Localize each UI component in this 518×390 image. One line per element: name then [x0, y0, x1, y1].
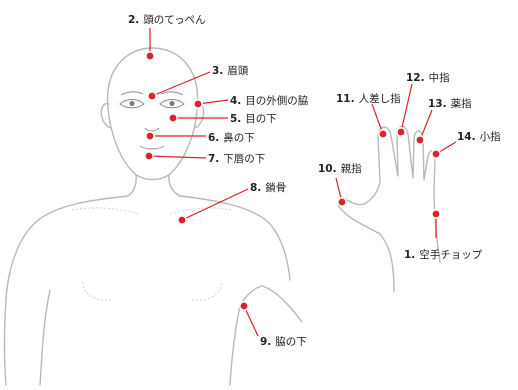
- point-label-7: 7. 下唇の下: [208, 153, 265, 165]
- tapping-point-9: [240, 302, 248, 310]
- point-number-5: 5.: [230, 113, 241, 125]
- tapping-point-14: [432, 150, 440, 158]
- point-number-2: 2.: [128, 14, 139, 26]
- tapping-point-13: [416, 136, 424, 144]
- hand-outline: [338, 127, 440, 293]
- point-name-5: 目の下: [245, 113, 277, 125]
- point-name-2: 頭のてっぺん: [143, 14, 205, 26]
- point-number-11: 11.: [336, 93, 355, 105]
- tapping-point-4: [194, 100, 202, 108]
- tapping-point-5: [169, 114, 177, 122]
- point-name-14: 小指: [480, 130, 501, 143]
- left-arm-inner: [40, 290, 50, 385]
- hand-figure: [338, 127, 440, 293]
- point-name-9: 脇の下: [275, 336, 307, 348]
- right-brow: [161, 92, 183, 95]
- tapping-point-7: [145, 152, 153, 160]
- point-label-6: 6. 鼻の下: [208, 131, 255, 144]
- point-number-12: 12.: [406, 72, 425, 84]
- point-label-5: 5. 目の下: [230, 113, 277, 125]
- point-number-6: 6.: [208, 132, 219, 144]
- leader-line-7: [149, 156, 206, 158]
- point-name-12: 中指: [429, 71, 450, 84]
- leader-line-3: [152, 72, 210, 96]
- point-label-3: 3. 眉頭: [212, 65, 249, 77]
- point-label-8: 8. 鎖骨: [250, 181, 286, 194]
- tapping-point-2: [146, 52, 154, 60]
- left-pupil: [129, 101, 134, 106]
- tapping-point-11: [379, 130, 387, 138]
- point-name-6: 鼻の下: [223, 131, 255, 144]
- point-number-14: 14.: [457, 131, 476, 143]
- point-label-10: 10. 親指: [318, 162, 362, 175]
- point-name-11: 人差し指: [359, 92, 401, 105]
- torso-right: [230, 305, 240, 385]
- point-name-4: 目の外側の脇: [245, 94, 308, 107]
- point-name-1: 空手チョップ: [419, 248, 482, 261]
- point-number-13: 13.: [428, 98, 447, 110]
- left-chest: [82, 282, 112, 300]
- point-label-2: 2. 頭のてっぺん: [128, 14, 206, 26]
- point-number-7: 7.: [208, 153, 219, 165]
- right-pupil: [169, 101, 174, 106]
- point-number-9: 9.: [260, 336, 271, 348]
- point-label-11: 11. 人差し指: [336, 92, 401, 105]
- tapping-point-6: [146, 132, 154, 140]
- point-name-7: 下唇の下: [223, 153, 265, 165]
- point-name-10: 親指: [341, 162, 362, 175]
- point-number-8: 8.: [250, 182, 261, 194]
- point-label-9: 9. 脇の下: [260, 336, 307, 348]
- mouth: [140, 146, 164, 149]
- left-shoulder-arm: [5, 196, 129, 385]
- leader-line-12: [401, 84, 412, 132]
- left-brow: [121, 92, 143, 95]
- tapping-point-8: [178, 216, 186, 224]
- point-number-1: 1.: [404, 249, 415, 261]
- point-label-12: 12. 中指: [406, 71, 450, 84]
- point-number-4: 4.: [230, 95, 241, 107]
- tapping-point-10: [338, 198, 346, 206]
- point-number-3: 3.: [212, 65, 223, 77]
- point-label-14: 14. 小指: [457, 130, 501, 143]
- point-label-4: 4. 目の外側の脇: [230, 94, 308, 107]
- point-label-1: 1. 空手チョップ: [404, 248, 483, 261]
- left-collarbone: [72, 208, 138, 214]
- point-name-13: 薬指: [451, 97, 472, 110]
- neck-left: [128, 175, 136, 196]
- neck-right: [169, 175, 180, 196]
- leader-line-8: [182, 189, 248, 220]
- point-label-13: 13. 薬指: [428, 97, 472, 110]
- head-outline: [108, 48, 198, 180]
- point-name-8: 鎖骨: [265, 181, 286, 194]
- tapping-point-1: [432, 210, 440, 218]
- right-shoulder: [180, 196, 290, 280]
- nose: [145, 128, 159, 131]
- tapping-point-12: [397, 128, 405, 136]
- right-chest: [192, 282, 222, 300]
- tapping-point-3: [148, 92, 156, 100]
- point-number-10: 10.: [318, 163, 337, 175]
- point-name-3: 眉頭: [227, 65, 248, 77]
